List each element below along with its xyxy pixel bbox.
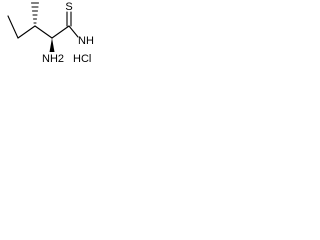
bond-ethyl-to-beta: [17, 25, 36, 39]
bond-beta-to-alpha: [34, 25, 53, 39]
stereo-wedge-amine: [49, 38, 55, 52]
amine-nh2-label: NH2: [42, 53, 64, 65]
hcl-salt-label: HCl: [73, 53, 91, 65]
sulfur-label: S: [65, 1, 72, 13]
bond-carbonyl-to-nh2: [68, 25, 79, 38]
amide-nh2-label: NH2: [78, 35, 94, 47]
bond-ethyl-terminal: [7, 15, 19, 39]
bond-alpha-to-carbonyl: [51, 25, 70, 39]
chemical-structure-diagram: S NH2 NH2 HCl: [7, 1, 94, 65]
stereo-hash-methyl: [30, 2, 40, 24]
